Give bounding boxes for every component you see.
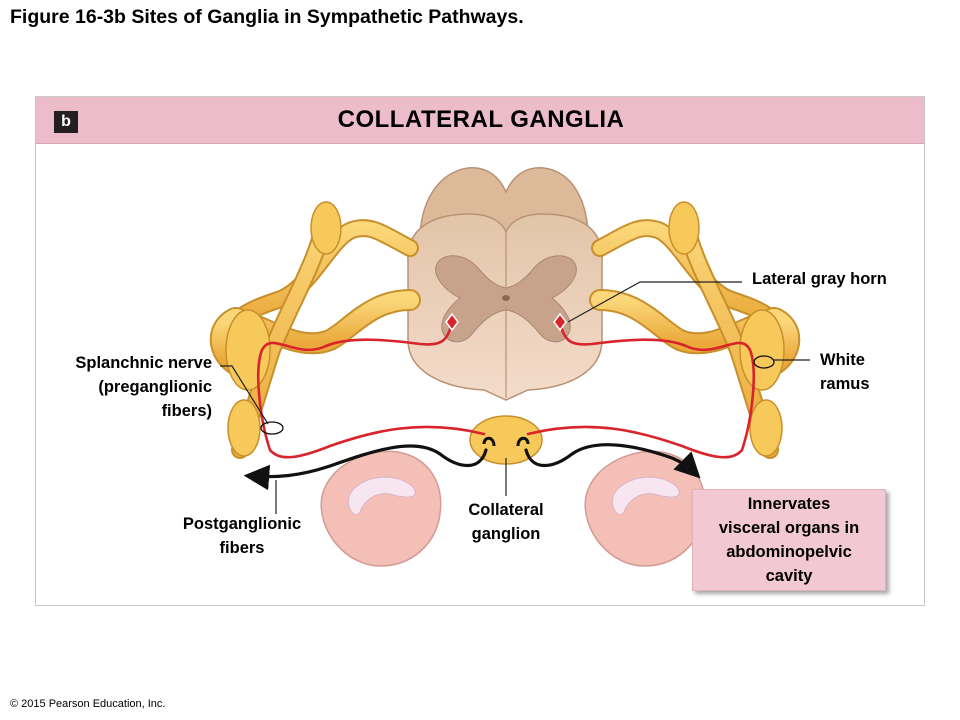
collateral-ganglion-shape [469,415,543,465]
white-ramus-marker [753,355,775,369]
callout-line4: cavity [765,567,813,585]
right-organ [584,450,706,567]
visceral-organs-callout: Innervates visceral organs in abdominope… [692,489,886,591]
label-lateral-gray-horn: Lateral gray horn [752,270,887,288]
label-white-ramus-line2: ramus [820,375,870,393]
right-nerve-roots [589,207,801,459]
label-collateral-line2: ganglion [471,525,541,543]
label-white-ramus-line1: White [820,351,865,369]
left-organ [320,450,442,567]
postganglionic-fibers [243,443,701,491]
label-splanchnic-line1: Splanchnic nerve [75,354,212,372]
callout-line1: Innervates [747,495,831,513]
label-postganglionic-line2: fibers [219,539,265,557]
callout-line2: visceral organs in [718,519,860,537]
leader-lines [220,281,810,514]
panel-header: b COLLATERAL GANGLIA [36,97,924,144]
splanchnic-marker [260,421,284,435]
panel-title: COLLATERAL GANGLIA [337,106,625,133]
panel-badge: b [54,111,78,133]
callout-line3: abdominopelvic [726,543,852,561]
label-splanchnic-line2: (preganglionic [98,378,212,396]
label-splanchnic-line3: fibers) [161,402,212,420]
copyright-notice: © 2015 Pearson Education, Inc. [10,698,166,710]
figure-title: Figure 16-3b Sites of Ganglia in Sympath… [10,6,524,28]
synapse-hooks [482,436,530,447]
preganglionic-fibers [257,320,755,459]
label-collateral-line1: Collateral [468,501,544,519]
spinal-cord [407,167,603,401]
label-postganglionic-line1: Postganglionic [182,515,302,533]
lateral-horn-neurons [445,312,567,332]
